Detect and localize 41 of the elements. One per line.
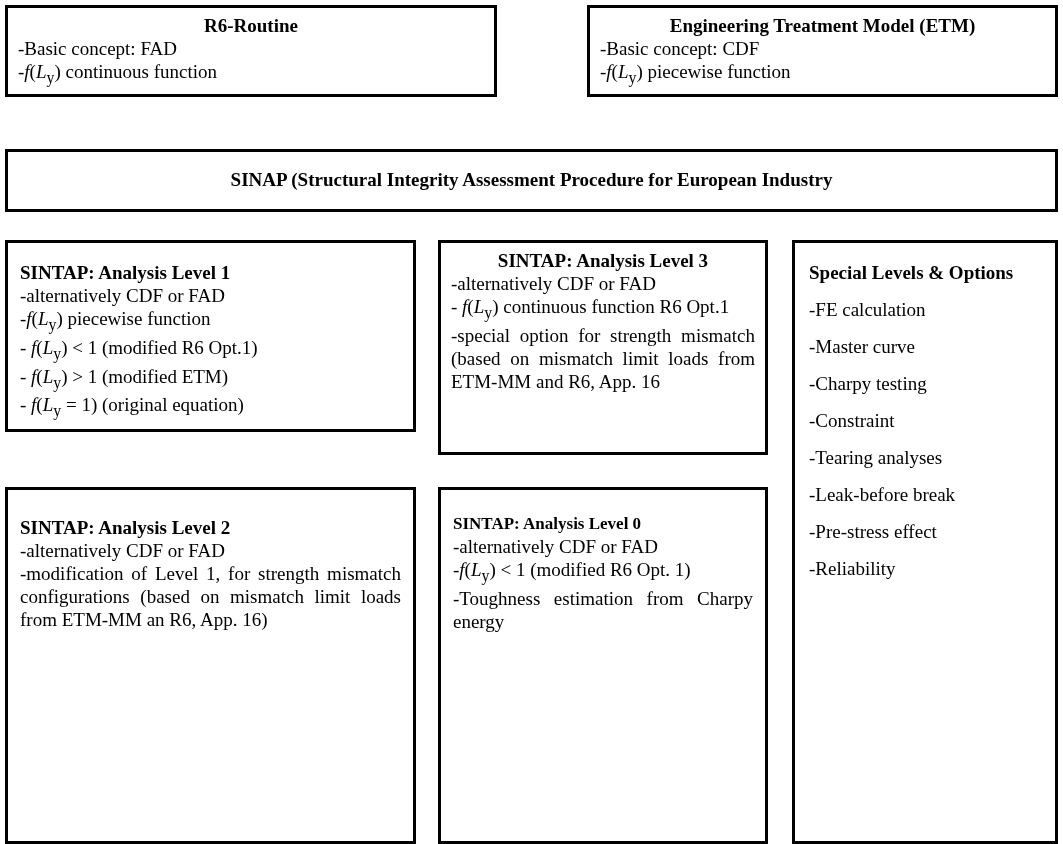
list-item: -Pre-stress effect	[809, 520, 938, 543]
list-item: -modification of Level 1, for strength mismatch configurations (based on mismatch limit loads from ETM-MM an R6, App. 16)	[20, 562, 401, 631]
text-box	[5, 5, 497, 97]
list-item: -Toughness estimation from Charpy energy	[453, 586, 753, 633]
list-item: -Master curve	[809, 335, 917, 358]
text-box	[5, 240, 416, 432]
list-item: -alternatively CDF or FAD	[451, 272, 657, 295]
text-box	[5, 487, 416, 844]
box-heading: Engineering Treatment Model (ETM)	[668, 14, 977, 37]
list-item: -Tearing analyses	[809, 446, 944, 469]
list-item: -Charpy testing	[809, 372, 928, 395]
list-item: -special option for strength mismatch (based on mismatch limit loads from ETM-MM and R6, App. 16	[451, 323, 755, 393]
text-box	[438, 487, 768, 844]
list-item: -Basic concept: FAD	[18, 37, 178, 60]
list-item: -alternatively CDF or FAD	[20, 539, 226, 562]
box-heading: SINTAP: Analysis Level 0	[453, 513, 643, 535]
list-item: -Leak-before break	[809, 483, 957, 506]
list-item: -Reliability	[809, 557, 897, 580]
text-box	[792, 240, 1058, 844]
list-item: - f(L$_{y}$) > 1 (modified ETM)	[20, 364, 230, 394]
list-item: - f(L$_{y}$) continuous function R6 Opt.1	[451, 295, 731, 324]
list-item: -f(L$_{y}$) continuous function	[18, 60, 218, 89]
list-item: -f(L$_{y}$) piecewise function	[600, 60, 792, 89]
list-item: -alternatively CDF or FAD	[20, 284, 226, 307]
box-heading: Special Levels & Options	[809, 261, 1015, 284]
text-box	[5, 149, 1058, 212]
list-item: - f(L$_{y}$ = 1) (original equation)	[20, 393, 245, 422]
list-item: -FE calculation	[809, 298, 927, 321]
list-item: -Basic concept: CDF	[600, 37, 761, 60]
box-heading: SINTAP: Analysis Level 1	[20, 261, 232, 284]
list-item: - f(L$_{y}$) < 1 (modified R6 Opt.1)	[20, 335, 259, 365]
box-heading: SINTAP: Analysis Level 2	[20, 516, 232, 539]
text-box	[438, 240, 768, 455]
list-item: -f(L$_{y}$) < 1 (modified R6 Opt. 1)	[453, 558, 692, 587]
box-heading: R6-Routine	[203, 14, 299, 37]
list-item: -alternatively CDF or FAD	[453, 535, 659, 558]
list-item: -f(L$_{y}$) piecewise function	[20, 307, 212, 336]
text-box	[587, 5, 1058, 97]
list-item: -Constraint	[809, 409, 896, 432]
box-heading: SINTAP: Analysis Level 3	[496, 249, 710, 272]
box-heading: SINAP (Structural Integrity Assessment Procedure for European Industry	[229, 168, 834, 191]
